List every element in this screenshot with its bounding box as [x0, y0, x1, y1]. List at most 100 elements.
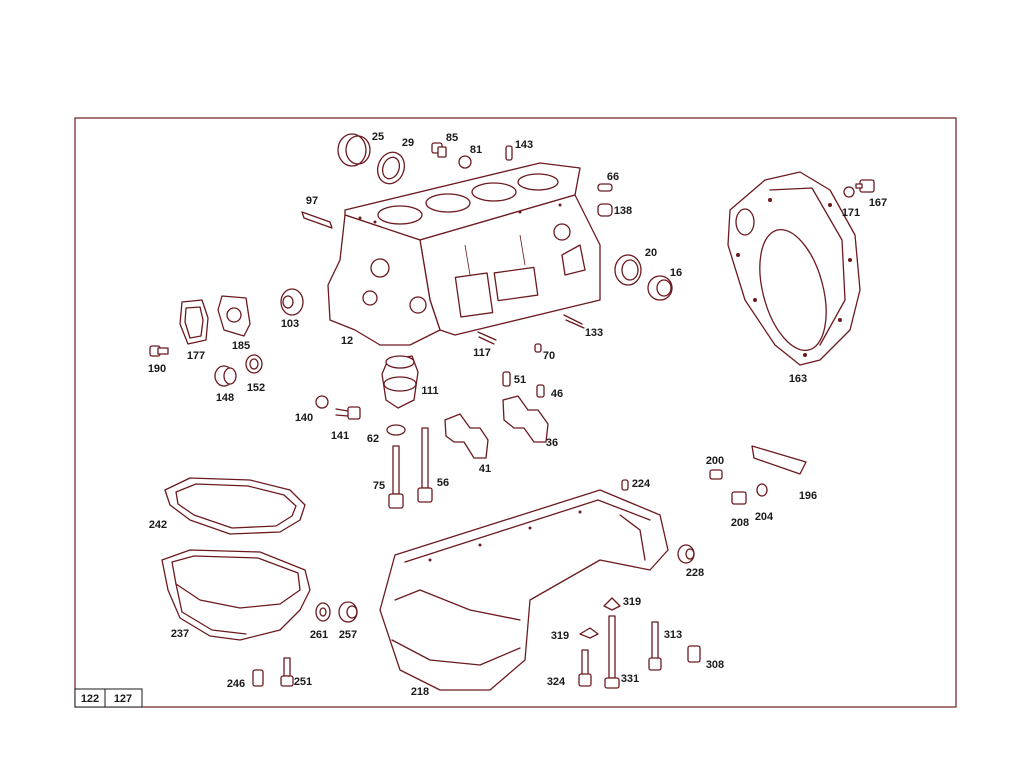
page-ref-127[interactable]: 127	[114, 693, 132, 705]
callout-label-51: 51	[514, 374, 526, 386]
bolt-246-part	[252, 669, 264, 687]
plug-138-part	[597, 203, 613, 217]
callout-label-185: 185	[232, 340, 250, 352]
callout-label-12: 12	[341, 335, 353, 347]
bolt-331-part	[604, 615, 620, 689]
callout-label-251: 251	[294, 676, 312, 688]
bearing-cap-41-part	[444, 413, 489, 459]
bolt-251-part	[280, 657, 294, 687]
callout-label-257: 257	[339, 629, 357, 641]
callout-label-103: 103	[281, 318, 299, 330]
callout-label-246: 246	[227, 678, 245, 690]
bolt-200-part	[709, 469, 723, 480]
pin-143-part	[505, 145, 513, 161]
bolt-141-part	[335, 406, 361, 420]
callout-label-261: 261	[310, 629, 328, 641]
callout-label-29: 29	[402, 137, 414, 149]
callout-label-200: 200	[706, 455, 724, 467]
bolt-190-part	[149, 345, 169, 357]
callout-label-313: 313	[664, 629, 682, 641]
cover-185-part	[217, 295, 251, 337]
callout-label-36: 36	[546, 437, 558, 449]
page-ref-box[interactable]: 122	[74, 688, 106, 708]
callout-label-141: 141	[331, 430, 349, 442]
callout-label-177: 177	[187, 350, 205, 362]
stud-117-part	[477, 331, 497, 345]
callout-label-237: 237	[171, 628, 189, 640]
callout-label-190: 190	[148, 363, 166, 375]
callout-label-208: 208	[731, 517, 749, 529]
callout-label-81: 81	[470, 144, 482, 156]
bolt-75-part	[388, 445, 404, 509]
callout-label-16: 16	[670, 267, 682, 279]
callout-label-41: 41	[479, 463, 491, 475]
callout-label-66: 66	[607, 171, 619, 183]
washer-171-part	[843, 186, 855, 198]
plug-85-part	[431, 142, 447, 158]
plug-228-part	[677, 544, 695, 564]
callout-label-20: 20	[645, 247, 657, 259]
callout-label-167: 167	[869, 197, 887, 209]
callout-label-319: 319	[623, 596, 641, 608]
callout-label-97: 97	[306, 195, 318, 207]
seal-319-upper-part	[603, 597, 621, 611]
callout-label-224: 224	[632, 478, 651, 490]
plug-208-part	[731, 491, 747, 505]
stud-97-part	[301, 211, 333, 229]
flywheel-housing-part	[727, 171, 861, 366]
callout-label-204: 204	[755, 511, 774, 523]
pin-70-part	[534, 343, 542, 353]
washer-62-part	[386, 424, 406, 436]
seal-152-part	[245, 354, 263, 374]
seal-20-part	[614, 254, 642, 286]
callout-label-56: 56	[437, 477, 449, 489]
bolt-56-part	[417, 427, 433, 503]
bolt-313-part	[648, 621, 662, 671]
bolt-324-part	[578, 649, 592, 687]
oil-pan-218-part	[379, 489, 669, 691]
engine-block-part	[327, 162, 601, 346]
callout-label-133: 133	[585, 327, 603, 339]
callout-label-117: 117	[473, 347, 491, 359]
seal-261-part	[315, 602, 331, 622]
pin-46-part	[536, 384, 545, 398]
callout-label-324: 324	[547, 676, 566, 688]
bolt-167-part	[855, 179, 875, 193]
pin-224-part	[621, 479, 629, 491]
callout-label-85: 85	[446, 132, 458, 144]
plug-16-part	[647, 275, 673, 301]
bearing-cap-36-part	[502, 395, 549, 443]
bracket-196-part	[751, 445, 807, 475]
callout-label-331: 331	[621, 673, 639, 685]
gasket-242-part	[164, 477, 306, 535]
page-ref-box[interactable]: 127	[104, 688, 143, 708]
washer-81-part	[458, 155, 472, 169]
callout-label-140: 140	[295, 412, 313, 424]
seal-ring-part	[376, 151, 406, 185]
callout-label-111: 111	[421, 385, 438, 397]
mount-111-part	[381, 355, 419, 409]
pin-51-part	[502, 371, 511, 387]
oil-pan-237-part	[161, 549, 311, 641]
callout-label-319: 319	[551, 630, 569, 642]
seal-319-lower-part	[579, 627, 599, 639]
callout-label-25: 25	[372, 131, 384, 143]
callout-label-148: 148	[216, 392, 234, 404]
washer-204-part	[756, 483, 768, 497]
callout-label-218: 218	[411, 686, 429, 698]
dowel-66-part	[597, 183, 613, 192]
page-ref-122[interactable]: 122	[81, 693, 99, 705]
plug-308-part	[687, 645, 701, 663]
bushing-148-part	[214, 365, 237, 387]
bushing-103-part	[280, 288, 304, 316]
diagram-frame	[74, 117, 957, 708]
plug-257-part	[338, 601, 358, 623]
stud-133-part	[563, 314, 585, 329]
callout-label-163: 163	[789, 373, 807, 385]
callout-label-308: 308	[706, 659, 724, 671]
washer-140-part	[315, 395, 329, 409]
callout-label-228: 228	[686, 567, 704, 579]
